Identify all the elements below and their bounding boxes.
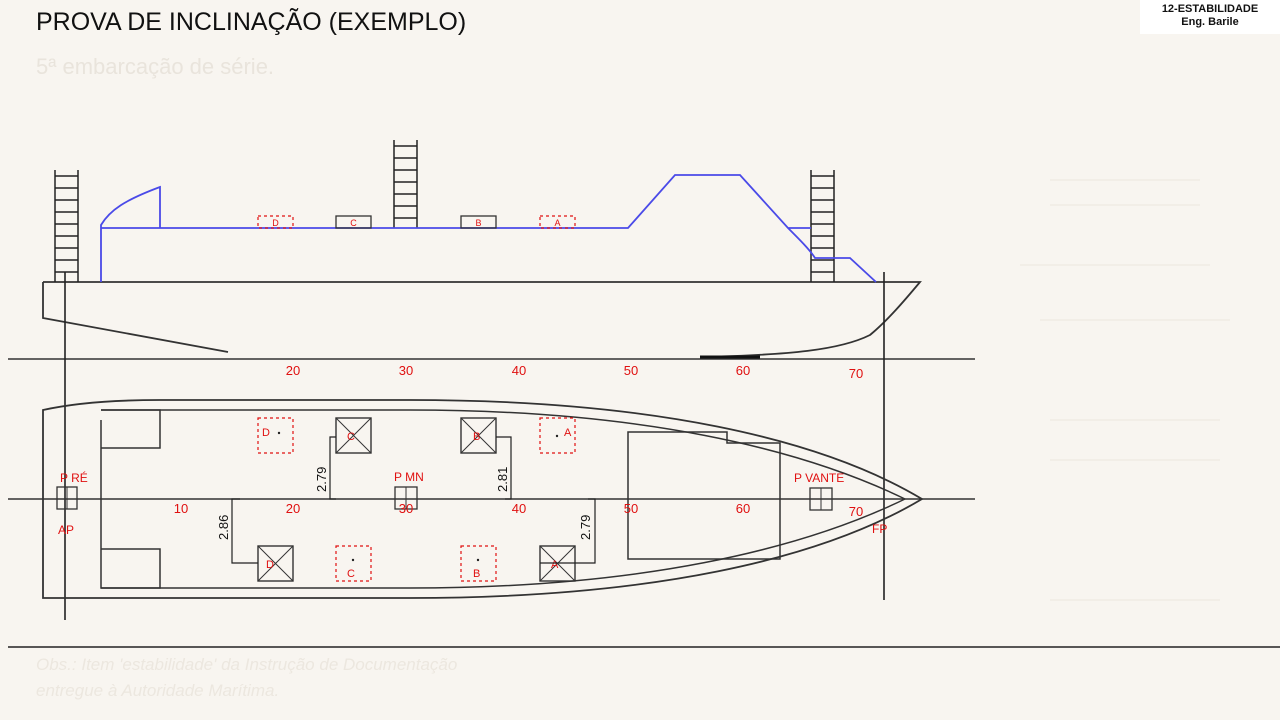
aft-perpendicular-label: AP: [58, 523, 74, 537]
draft-mark-fwd-label: P VANTE: [794, 471, 844, 485]
badge-course: 12-ESTABILIDADE: [1161, 3, 1259, 15]
profile-frame-40: 40: [512, 363, 526, 378]
draft-mark-aft-label: P RÉ: [60, 470, 88, 485]
course-badge: 12-ESTABILIDADE Eng. Barile: [1140, 0, 1280, 34]
profile-frame-70: 70: [849, 366, 863, 381]
profile-weight-c: C: [350, 218, 357, 228]
weight-port-d: [257, 417, 294, 454]
background-ghost-lines: [1020, 179, 1230, 601]
weights-port: D C B A: [257, 417, 576, 454]
dimension-stbd-a: 2.79: [578, 515, 593, 540]
plan-view: P RÉ P MN P VANTE AP FP D C B A D: [8, 399, 975, 599]
weight-port-b-label: B: [473, 431, 480, 443]
weight-port-c: [335, 417, 372, 454]
plan-frame-40: 40: [512, 501, 526, 516]
badge-author: Eng. Barile: [1181, 16, 1239, 28]
profile-frame-30: 30: [399, 363, 413, 378]
weight-port-c-label: C: [347, 431, 355, 443]
weights-starboard: D C B A: [257, 545, 576, 582]
weight-stbd-c-label: C: [347, 568, 355, 580]
plan-frame-70: 70: [849, 504, 863, 519]
dimension-values: 2.79 2.81 2.86 2.79: [216, 467, 593, 540]
plan-forward-house: [627, 431, 781, 560]
profile-superstructure: [100, 174, 877, 283]
weight-port-b: [460, 417, 497, 454]
weight-port-d-label: D: [262, 427, 270, 439]
plan-frame-30: 30: [399, 501, 413, 516]
plan-frame-60: 60: [736, 501, 750, 516]
footer-note-line2: entregue à Autoridade Marítima.: [36, 681, 280, 700]
weight-stbd-c: [335, 545, 372, 582]
plan-hull-outer: [42, 399, 924, 599]
draft-mark-mid-label: P MN: [394, 470, 424, 484]
page-title: PROVA DE INCLINAÇÃO (EXEMPLO): [36, 8, 467, 36]
fwd-perpendicular-label: FP: [872, 522, 887, 536]
profile-weights: D C B A: [257, 215, 576, 229]
dimension-lines: [231, 436, 596, 564]
profile-ladder-mid: [393, 140, 418, 228]
weight-stbd-d-label: D: [266, 559, 274, 571]
profile-frame-20: 20: [286, 363, 300, 378]
dimension-stbd-d: 2.86: [216, 515, 231, 540]
profile-weight-b: B: [475, 218, 481, 228]
dimension-port-c: 2.79: [314, 467, 329, 492]
dimension-port-b: 2.81: [495, 467, 510, 492]
profile-weight-d: D: [272, 218, 279, 228]
profile-frame-50: 50: [624, 363, 638, 378]
plan-deck-inner: [100, 409, 907, 589]
profile-hull: [42, 281, 922, 358]
footer-note: Obs.: Item 'estabilidade' da Instrução d…: [36, 652, 457, 704]
profile-ladder-fwd: [810, 170, 835, 282]
weight-stbd-b-label: B: [473, 568, 480, 580]
plan-frame-10: 10: [174, 501, 188, 516]
plan-frame-20: 20: [286, 501, 300, 516]
page-subtitle: 5ª embarcação de série.: [36, 54, 275, 79]
weight-stbd-a-label: A: [551, 559, 559, 571]
profile-frame-labels: 20 30 40 50 60 70: [286, 363, 863, 381]
weight-stbd-b: [460, 545, 497, 582]
profile-ladder-aft: [54, 170, 79, 282]
footer-note-line1: Obs.: Item 'estabilidade' da Instrução d…: [36, 655, 458, 674]
plan-frame-labels: 10 20 30 40 50 60 70: [174, 501, 863, 519]
profile-weight-a: A: [554, 218, 560, 228]
profile-frame-60: 60: [736, 363, 750, 378]
weight-port-a-label: A: [564, 427, 572, 439]
plan-frame-50: 50: [624, 501, 638, 516]
weight-port-a: [539, 417, 576, 454]
profile-view: D C B A 20 30 40 50 60 70: [8, 140, 975, 381]
